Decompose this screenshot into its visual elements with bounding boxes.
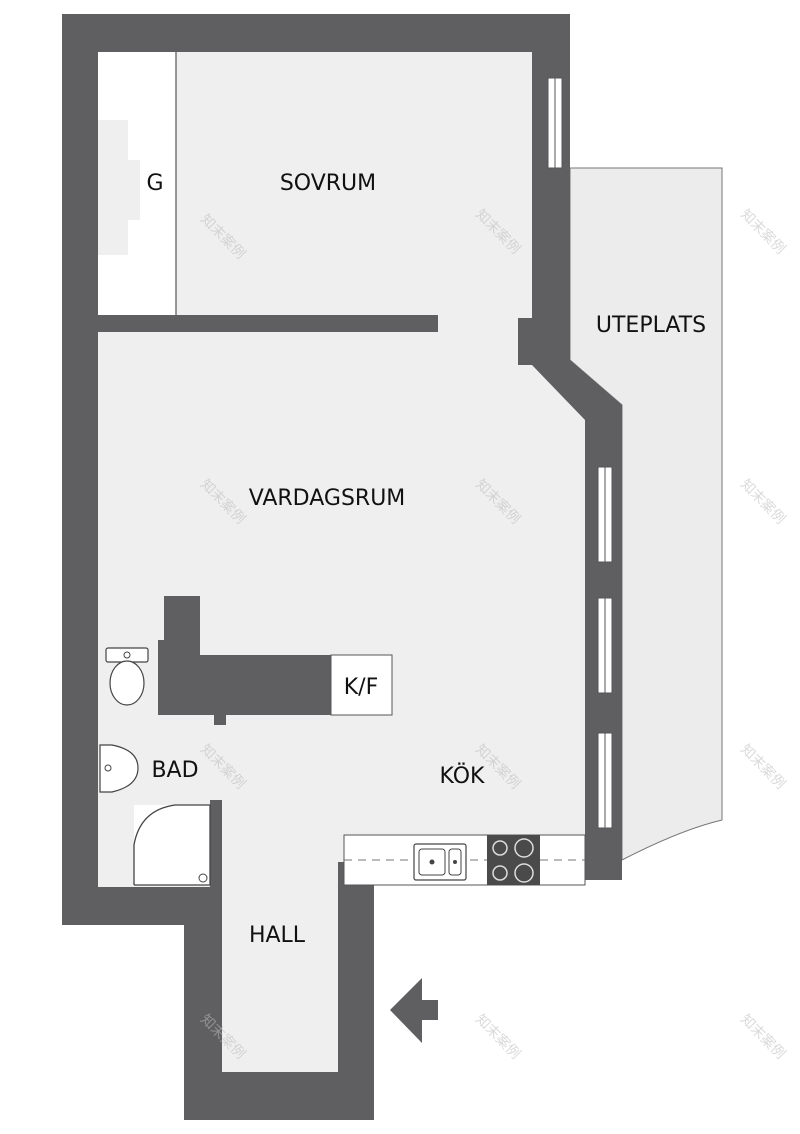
bedroom-label: SOVRUM — [280, 171, 376, 196]
kitchen-label: KÖK — [440, 763, 486, 789]
fridge-label: K/F — [344, 675, 379, 700]
bedroom-wall — [98, 315, 438, 332]
bedroom-wall-right — [518, 308, 560, 365]
hall-partition — [210, 800, 222, 890]
shower-icon — [133, 804, 211, 886]
kitchen-sink-icon — [413, 843, 467, 881]
entrance-arrow-icon — [390, 978, 438, 1043]
watermark-text: 知末案例 — [737, 206, 789, 258]
hall-label: HALL — [249, 923, 306, 948]
stove-icon — [487, 835, 540, 885]
washbasin-icon — [99, 744, 139, 793]
watermark-text: 知末案例 — [737, 741, 789, 793]
watermark-text: 知末案例 — [737, 1011, 789, 1063]
living-room-label: VARDAGSRUM — [249, 486, 406, 511]
fridge-box — [330, 654, 393, 716]
watermark-text: 知末案例 — [737, 476, 789, 528]
toilet-icon — [105, 647, 149, 706]
terrace-label: UTEPLATS — [596, 313, 706, 338]
hall-wall-right — [338, 885, 374, 970]
wardrobe-area — [98, 52, 176, 315]
garderob-label: G — [146, 171, 163, 196]
bathroom-label: BAD — [151, 758, 198, 783]
watermark-text: 知末案例 — [472, 1011, 524, 1063]
